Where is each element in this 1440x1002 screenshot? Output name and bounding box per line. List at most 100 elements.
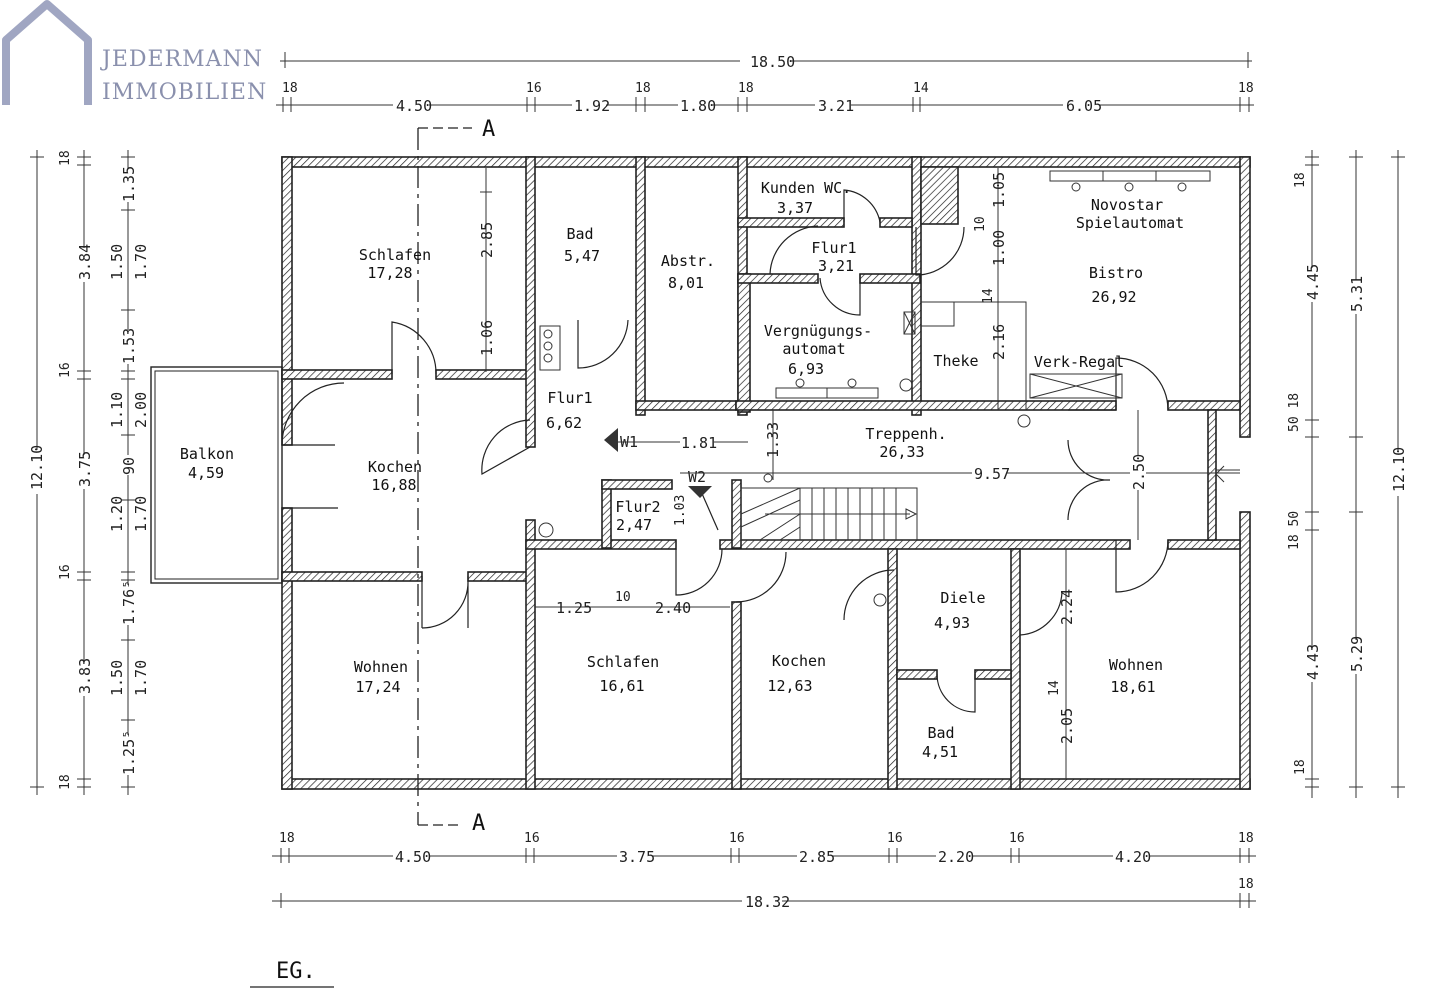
- room-name: Flur1: [547, 389, 592, 407]
- room-area: 6,62: [546, 414, 582, 432]
- room-name: Kochen: [368, 458, 422, 476]
- room-area: 26,33: [879, 443, 924, 461]
- left-outer-2: 3.84: [76, 244, 94, 280]
- dim-schlafen2-a: 1.25: [556, 599, 592, 617]
- top-seg-4: 3.21: [818, 97, 854, 115]
- room-area: 6,93: [788, 360, 824, 378]
- top-seg-5: 6.05: [1066, 97, 1102, 115]
- right-inner-2: 4.45: [1304, 264, 1322, 300]
- room-name: Theke: [933, 352, 978, 370]
- plan-title: EG.: [250, 959, 334, 988]
- room-name: Diele: [940, 589, 985, 607]
- right-overall-dim: 12.10: [1390, 447, 1408, 492]
- logo-line-1: JEDERMANN: [100, 47, 263, 72]
- room-area: 16,88: [371, 476, 416, 494]
- left-inner-11: 1.50: [108, 660, 126, 696]
- company-logo: JEDERMANN IMMOBILIEN: [2, 0, 267, 105]
- inner-dimensions: 2.85 1.06 1.05 1.00 2.16 10 14 1.81 1.33…: [478, 168, 1240, 779]
- dim-bistro-1: 1.05: [990, 172, 1008, 208]
- left-inner-4: 1.53: [120, 328, 138, 364]
- room-name: Novostar: [1091, 196, 1163, 214]
- top-seg-1: 4.50: [396, 97, 432, 115]
- top-wall-3: 18: [635, 81, 651, 96]
- room-name: Schlafen: [587, 653, 659, 671]
- staircase: [740, 473, 918, 541]
- left-inner-1: 1.35: [120, 166, 138, 202]
- dim-flur: 1.81: [681, 434, 717, 452]
- dim-schlafen-2: 1.06: [478, 320, 496, 356]
- w2-label: W2: [688, 468, 706, 486]
- right-outer-2: 5.29: [1348, 636, 1366, 672]
- room-name: Kochen: [772, 652, 826, 670]
- top-seg-2: 1.92: [574, 97, 610, 115]
- bottom-overall-dim: 18.32: [745, 893, 790, 911]
- right-inner-5: 4.43: [1304, 644, 1322, 680]
- dim-treppe-h: 2.50: [1130, 454, 1148, 490]
- dim-schlafen-1: 2.85: [478, 222, 496, 258]
- top-wall-4: 18: [738, 81, 754, 96]
- dim-bistro-2: 1.00: [990, 230, 1008, 266]
- top-seg-3: 1.80: [680, 97, 716, 115]
- right-inner-4: 18 50: [1287, 511, 1302, 550]
- bottom-wall-5: 16: [1009, 831, 1025, 846]
- left-outer-4: 3.75: [76, 451, 94, 487]
- room-name-2: Spielautomat: [1076, 214, 1184, 232]
- room-name: Verk-Regal: [1034, 353, 1124, 371]
- room-area: 26,92: [1091, 288, 1136, 306]
- room-area: 4,93: [934, 614, 970, 632]
- room-labels: Schlafen 17,28 Bad 5,47 Abstr. 8,01 Kund…: [180, 179, 1184, 761]
- left-inner-3: 1.70: [132, 244, 150, 280]
- house-logo-icon: [2, 0, 92, 105]
- left-inner-12: 1.70: [132, 660, 150, 696]
- dim-schlafen2-b: 10: [615, 590, 631, 605]
- floor-label: EG.: [276, 959, 316, 984]
- bottom-wall-2: 16: [524, 831, 540, 846]
- room-name: Bad: [927, 724, 954, 742]
- bottom-wall-3: 16: [729, 831, 745, 846]
- room-name: Bistro: [1089, 264, 1143, 282]
- left-inner-8: 1.20: [108, 496, 126, 532]
- dim-treppe-w: 9.57: [974, 465, 1010, 483]
- left-outer-6: 3.83: [76, 658, 94, 694]
- bottom-overall-wall: 18: [1238, 877, 1254, 892]
- bottom-seg-4: 2.20: [938, 848, 974, 866]
- room-name: Wohnen: [354, 658, 408, 676]
- room-name: Abstr.: [661, 252, 715, 270]
- room-name: Schlafen: [359, 246, 431, 264]
- dim-bistro-4: 10: [973, 216, 988, 232]
- dim-wohnen2-a: 2.24: [1058, 589, 1076, 625]
- room-name: Treppenh.: [865, 425, 946, 443]
- fixtures: [538, 170, 1240, 607]
- room-name: Kunden WC.: [761, 179, 851, 197]
- bottom-seg-5: 4.20: [1115, 848, 1151, 866]
- top-dimensions: 18.50 18 16 18 18 14 18 4.50 1.92 1.80 3…: [276, 50, 1254, 115]
- room-area: 18,61: [1110, 678, 1155, 696]
- room-area: 2,47: [616, 516, 652, 534]
- bottom-seg-1: 4.50: [395, 848, 431, 866]
- walls: [281, 156, 1251, 790]
- bottom-dimensions: 18 16 16 16 16 18 4.50 3.75 2.85 2.20 4.…: [272, 831, 1256, 911]
- left-inner-7: 90: [120, 457, 138, 475]
- left-outer-3: 16: [58, 362, 73, 378]
- dim-bistro-5: 14: [981, 288, 996, 304]
- left-outer-7: 18: [58, 774, 73, 790]
- top-wall-1: 18: [282, 81, 298, 96]
- left-overall-dim: 12.10: [28, 445, 46, 490]
- left-inner-9: 1.70: [132, 496, 150, 532]
- w2-marker-icon: [688, 486, 712, 498]
- bottom-seg-3: 2.85: [799, 848, 835, 866]
- left-dimensions: 12.10 18 3.84 16 3.75 16 3.83 18: [28, 150, 150, 795]
- room-area: 17,28: [367, 264, 412, 282]
- bottom-wall-4: 16: [887, 831, 903, 846]
- room-area: 3,21: [818, 257, 854, 275]
- room-name: Balkon: [180, 445, 234, 463]
- dim-wohnen2-c: 2.05: [1058, 708, 1076, 744]
- logo-line-2: IMMOBILIEN: [102, 80, 267, 105]
- dim-flur2-h: 1.03: [673, 495, 688, 526]
- top-wall-6: 18: [1238, 81, 1254, 96]
- right-inner-3: 50 18: [1287, 393, 1302, 432]
- dim-flur-h: 1.33: [764, 422, 782, 458]
- right-inner-6: 18: [1293, 759, 1308, 775]
- bottom-wall-1: 18: [279, 831, 295, 846]
